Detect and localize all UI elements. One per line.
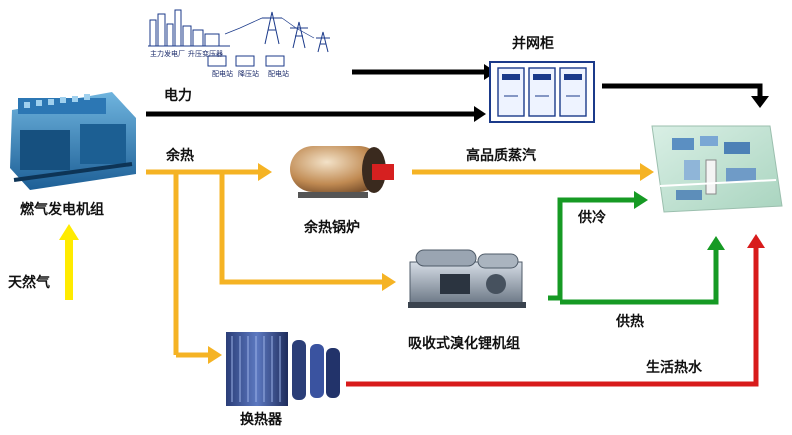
gas-generator-set (10, 92, 136, 190)
label-waste-heat: 余热 (165, 147, 194, 164)
power-grid-illustration (148, 9, 330, 67)
label-grid-cabinet: 并网柜 (512, 35, 554, 52)
label-distribution-1: 配电站 (212, 69, 233, 78)
label-heating: 供热 (615, 313, 644, 330)
cooling-heating-lines (548, 197, 719, 305)
plate-heat-exchanger (226, 332, 340, 406)
absorption-chiller (408, 249, 526, 308)
electric-lines (146, 64, 769, 122)
label-step-up-transformer: 升压变压器 (188, 49, 223, 58)
label-natural-gas: 天然气 (8, 274, 50, 291)
waste-heat-arrowheads (208, 163, 654, 364)
grid-cabinet (489, 61, 595, 123)
hot-water-arrowhead (747, 234, 765, 248)
label-waste-heat-boiler: 余热锅炉 (303, 219, 360, 236)
label-power: 电力 (164, 87, 192, 104)
label-cooling: 供冷 (577, 209, 606, 226)
label-distribution-2: 配电站 (268, 69, 289, 78)
waste-heat-lines (146, 169, 642, 358)
label-hq-steam: 高品质蒸汽 (466, 147, 536, 164)
label-step-down: 降压站 (238, 69, 259, 78)
green-arrowheads (634, 191, 725, 250)
hot-water-line (346, 246, 759, 387)
label-gas-generator: 燃气发电机组 (20, 201, 104, 218)
natural-gas-arrow (59, 224, 79, 300)
label-absorption-chiller: 吸收式溴化锂机组 (408, 335, 520, 352)
waste-heat-boiler (290, 146, 394, 198)
label-main-plant: 主力发电厂 (150, 49, 185, 58)
label-heat-exchanger: 换热器 (240, 411, 283, 428)
industrial-site (651, 125, 783, 213)
label-hot-water: 生活热水 (646, 359, 703, 376)
